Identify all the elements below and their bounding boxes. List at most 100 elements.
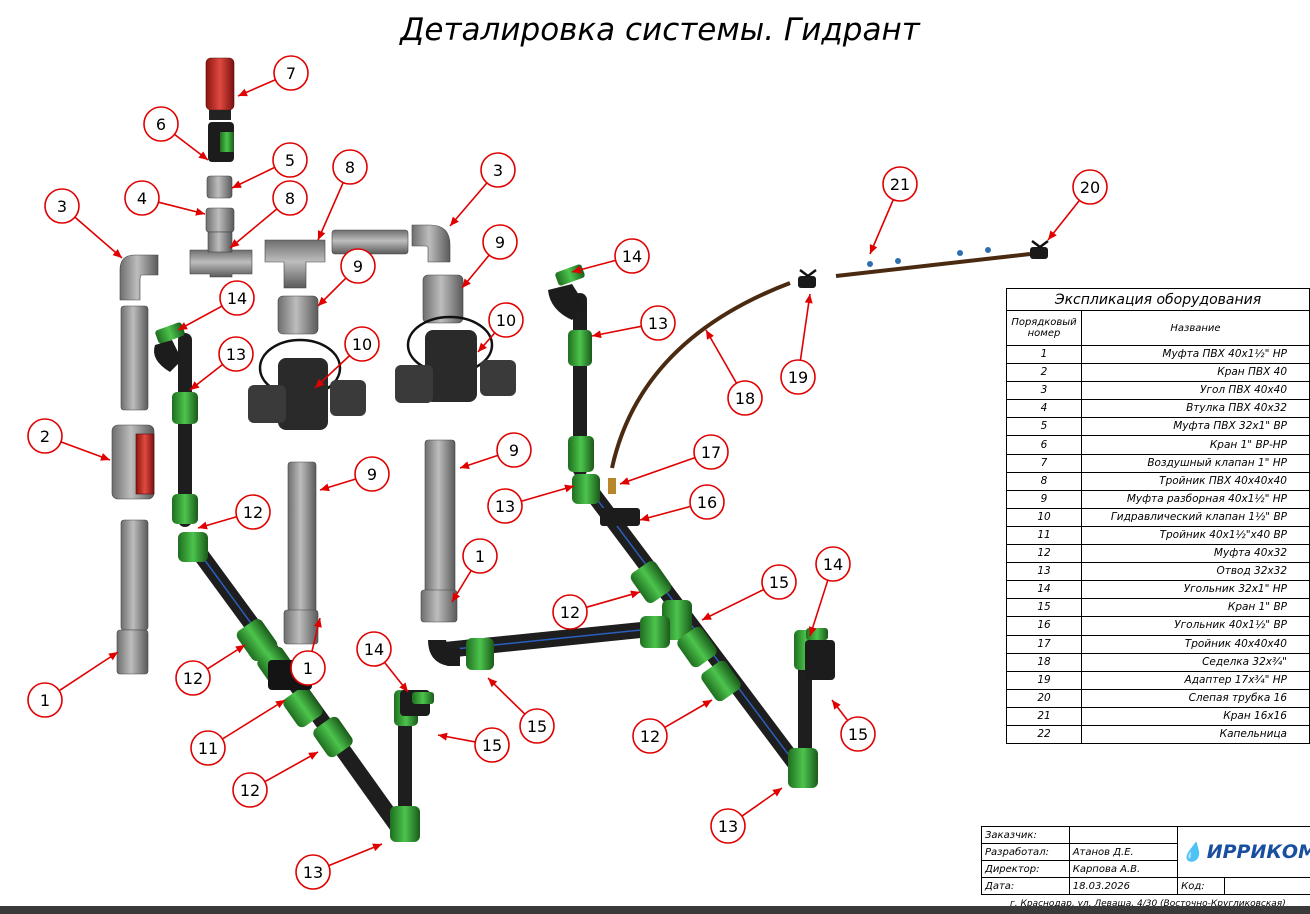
director-label: Директор: xyxy=(981,860,1070,878)
callout-arrow xyxy=(488,678,498,688)
legend-row-name: Кран 16х16 xyxy=(1081,706,1310,726)
legend-row-name: Тройник 40х40х40 xyxy=(1081,634,1310,654)
callout: 17 xyxy=(619,434,729,485)
callout: 20 xyxy=(1047,169,1108,241)
developer-value: Атанов Д.Е. xyxy=(1068,843,1179,861)
callout-number: 11 xyxy=(198,739,218,758)
pvc-pipe-upper xyxy=(120,305,149,411)
callout-number: 4 xyxy=(137,189,147,208)
legend-row-number: 6 xyxy=(1006,435,1082,455)
callout-circle xyxy=(496,432,532,468)
callout-arrow xyxy=(275,700,285,709)
callout-arrow xyxy=(438,732,448,741)
callout-circle xyxy=(219,280,255,316)
company-logo: 💧 ИРРИКОМ xyxy=(1177,826,1310,878)
callout: 13 xyxy=(710,787,783,844)
callout-arrow xyxy=(450,216,459,226)
callout-circle xyxy=(356,631,392,667)
pvc-valve-red-handle xyxy=(135,433,155,495)
callout-number: 15 xyxy=(769,573,789,592)
legend-row-name: Гидравлический клапан 1½" ВР xyxy=(1081,507,1310,527)
pvc-elbow-left xyxy=(119,254,159,301)
code-value xyxy=(1224,877,1310,895)
legend-row-name: Воздушный клапан 1" НР xyxy=(1081,453,1310,473)
callout-circle xyxy=(632,718,668,754)
left-riser-assembly xyxy=(111,254,159,675)
callout: 8 xyxy=(317,149,368,241)
callout-arrow xyxy=(702,700,712,708)
callout: 15 xyxy=(701,564,797,621)
callout-arrow xyxy=(315,378,325,388)
callout-number: 3 xyxy=(57,197,67,216)
legend-row-number: 14 xyxy=(1006,580,1082,600)
legend-col-number: Порядковый номер xyxy=(1006,310,1082,346)
legend-row-name: Муфта 40х32 xyxy=(1081,544,1310,564)
legend-row-number: 12 xyxy=(1006,544,1082,564)
callout-circle xyxy=(689,484,725,520)
callout: 9 xyxy=(461,224,518,289)
callout: 14 xyxy=(356,631,409,693)
callout: 1 xyxy=(27,651,119,718)
callout-number: 15 xyxy=(848,725,868,744)
callout-arrow xyxy=(702,612,712,620)
director-value: Карпова А.В. xyxy=(1068,860,1179,878)
callout-circle xyxy=(488,302,524,338)
callout-arrow xyxy=(372,843,382,852)
legend-row-number: 8 xyxy=(1006,471,1082,491)
pvc-tee-left xyxy=(189,249,253,278)
callout: 12 xyxy=(197,494,271,530)
callout-leader xyxy=(449,182,488,227)
callout: 9 xyxy=(459,432,532,469)
callout: 12 xyxy=(175,644,246,696)
callout-arrow xyxy=(235,645,245,654)
callout-circle xyxy=(487,488,523,524)
pvc-socket-32 xyxy=(206,175,233,199)
callout: 3 xyxy=(44,188,123,259)
callout-number: 12 xyxy=(243,503,263,522)
date-label: Дата: xyxy=(981,877,1070,895)
legend-row-number: 11 xyxy=(1006,525,1082,546)
callout-leader xyxy=(664,699,713,729)
customer-label: Заказчик: xyxy=(981,826,1070,844)
callout-number: 14 xyxy=(823,555,843,574)
callout: 14 xyxy=(571,238,650,274)
callout-arrow xyxy=(478,342,487,352)
callout: 13 xyxy=(295,843,383,890)
legend-row-name: Тройник ПВХ 40х40х40 xyxy=(1081,471,1310,491)
legend-col-name: Название xyxy=(1081,310,1310,346)
callout-leader xyxy=(705,329,738,384)
legend-row-number: 1 xyxy=(1006,344,1082,365)
callout-number: 15 xyxy=(527,717,547,736)
callout-circle xyxy=(614,238,650,274)
drip-valve-left xyxy=(798,276,816,288)
callout-arrow xyxy=(232,180,242,188)
callout-arrow xyxy=(640,513,650,522)
legend-row-name: Втулка ПВХ 40х32 xyxy=(1081,399,1310,419)
callout: 12 xyxy=(232,751,319,808)
callout-circle xyxy=(693,434,729,470)
footer-bar xyxy=(0,906,1310,914)
legend-row-number: 18 xyxy=(1006,652,1082,672)
callout-circle xyxy=(552,594,588,630)
callout-number: 10 xyxy=(352,335,372,354)
callout-number: 15 xyxy=(482,736,502,755)
callout-circle xyxy=(232,772,268,808)
callout-circle xyxy=(272,180,308,216)
callout-leader xyxy=(229,208,278,249)
callout: 14 xyxy=(808,546,851,637)
callout-circle xyxy=(1072,169,1108,205)
callout-arrow xyxy=(804,294,813,304)
callout-leader xyxy=(701,588,765,621)
legend-row-number: 21 xyxy=(1006,706,1082,726)
callout-arrow xyxy=(318,296,328,306)
callout-number: 13 xyxy=(718,817,738,836)
callout-leader xyxy=(328,843,383,867)
legend-row-number: 20 xyxy=(1006,688,1082,708)
water-drop-icon: 💧 xyxy=(1181,842,1204,863)
